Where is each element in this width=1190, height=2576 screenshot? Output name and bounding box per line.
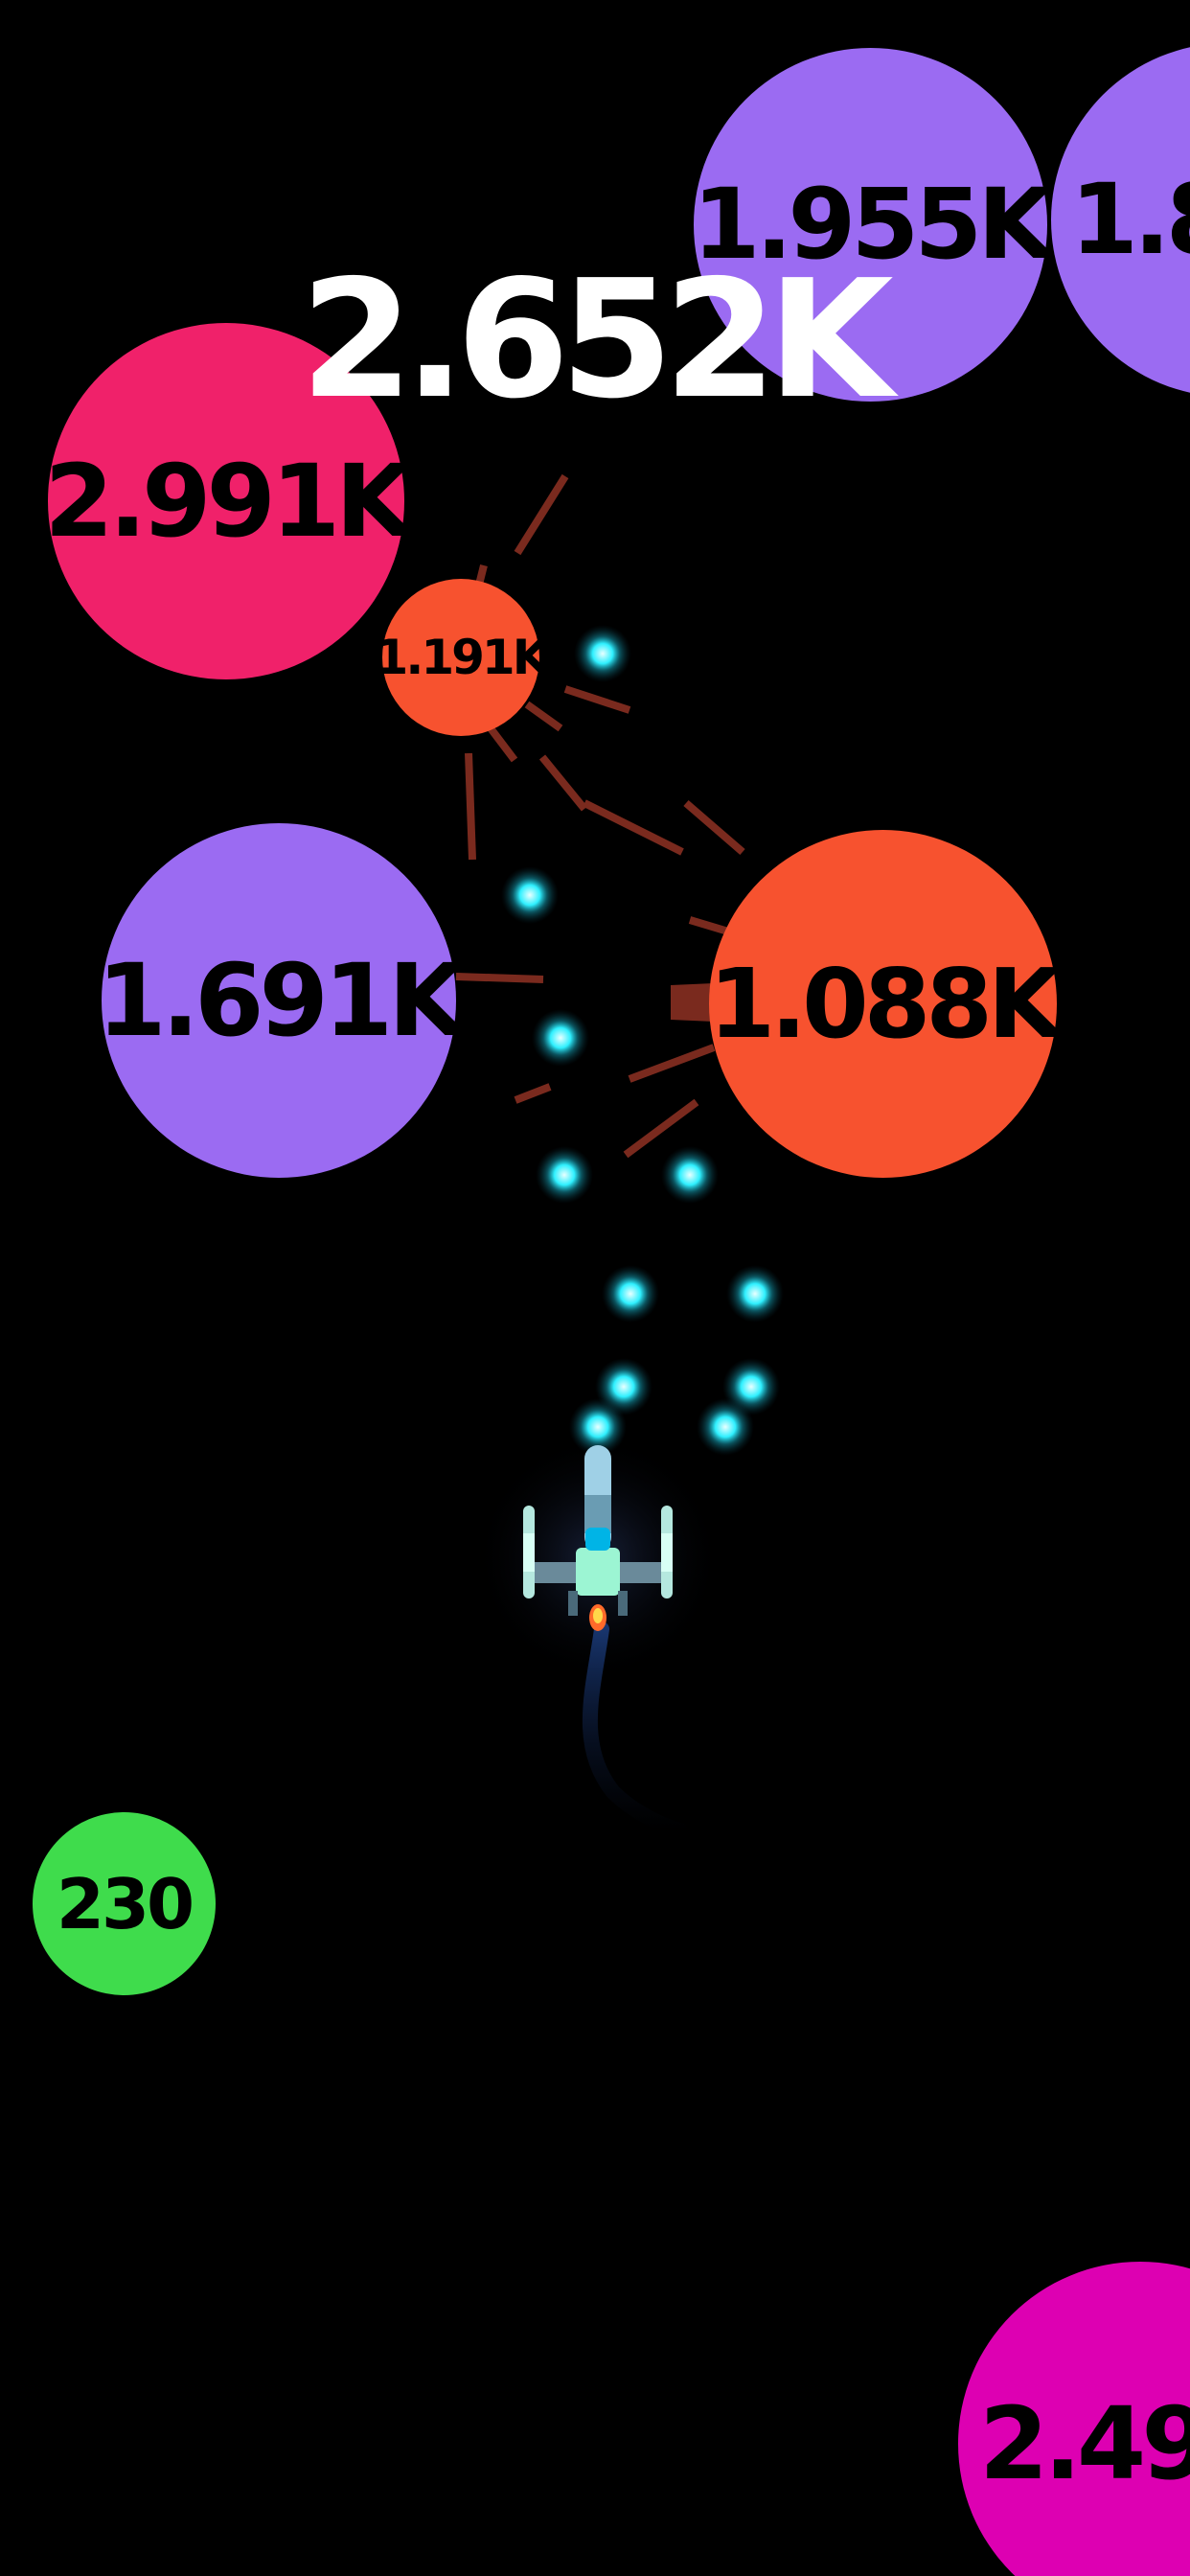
ball-value: 2.991K <box>44 443 413 560</box>
ball-value: 1.955K <box>692 167 1054 282</box>
ball-value: 1.8 <box>1070 162 1190 277</box>
bullet <box>602 1265 659 1322</box>
bullet <box>661 1146 719 1204</box>
exhaust-trail <box>582 1622 688 1838</box>
number-ball: 2.991K <box>44 323 413 679</box>
number-ball: 2.49 <box>958 2262 1190 2576</box>
number-ball: 1.088K <box>708 830 1063 1178</box>
bullet <box>726 1265 784 1322</box>
number-ball: 1.191K <box>376 579 549 736</box>
number-ball: 230 <box>33 1812 216 1995</box>
bullet <box>697 1398 754 1456</box>
number-ball: 1.691K <box>97 823 466 1178</box>
ball-value: 1.191K <box>375 630 550 685</box>
bullet <box>536 1146 593 1204</box>
bullet <box>574 625 631 682</box>
ball-value: 2.49 <box>979 2385 1190 2502</box>
bullet <box>501 866 559 924</box>
ball-value: 1.088K <box>708 947 1063 1060</box>
ball-value: 230 <box>56 1863 195 1944</box>
ball-value: 1.691K <box>97 942 466 1059</box>
number-ball: 1.955K <box>692 48 1054 402</box>
score-display: 2.652K <box>300 245 893 435</box>
bullet <box>532 1009 589 1067</box>
